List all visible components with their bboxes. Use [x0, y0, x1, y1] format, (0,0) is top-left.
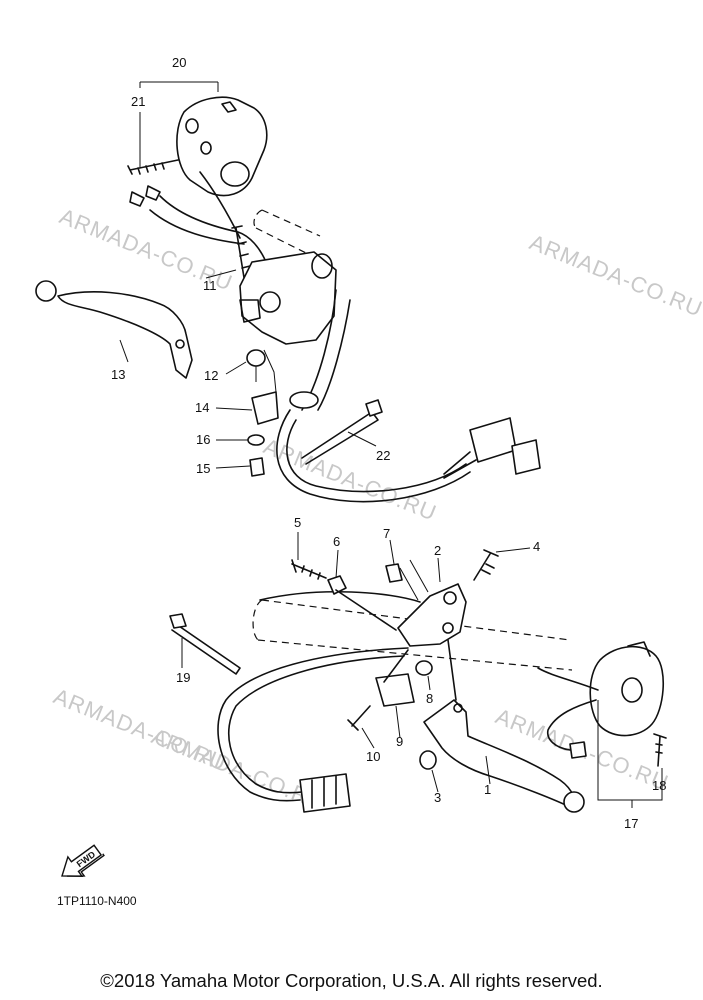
callout-14: 14: [195, 400, 209, 415]
collar-12: [246, 349, 266, 367]
watermark: ARMADA-CO.RU: [148, 723, 328, 815]
callout-3: 3: [434, 790, 441, 805]
callout-21: 21: [131, 94, 145, 109]
cable-tie-19: [171, 623, 241, 675]
watermark: ARMADA-CO.RU: [526, 229, 703, 321]
left-switch-housing: [176, 96, 268, 197]
callout-9: 9: [396, 734, 403, 749]
connector-lower: [299, 773, 351, 813]
callout-1: 1: [484, 782, 491, 797]
bolt-5: [291, 559, 327, 580]
callout-numbers: 20 21 11 13 12 14 16 15 22 5 6 7 2 4 19 …: [111, 55, 666, 831]
lever-holder: [239, 251, 337, 345]
callout-18: 18: [652, 778, 666, 793]
right-switch-housing: [589, 645, 665, 737]
callout-4: 4: [533, 539, 540, 554]
wire-harness-upper: [276, 409, 471, 503]
handlebar-right: [252, 599, 573, 671]
lever-holder-2: [397, 583, 467, 647]
callout-13: 13: [111, 367, 125, 382]
bolt-11: [231, 225, 251, 291]
wire-harness-lower: [217, 647, 409, 802]
lever-13: [57, 291, 193, 379]
callout-17: 17: [624, 816, 638, 831]
callout-19: 19: [176, 670, 190, 685]
callout-10: 10: [366, 749, 380, 764]
bolt-7: [385, 563, 403, 583]
screw-18: [653, 733, 667, 767]
screw-21: [127, 159, 179, 175]
connector-upper: [469, 417, 517, 463]
housing-bore: [220, 161, 250, 187]
screw-10: [347, 705, 371, 731]
callout-8: 8: [426, 691, 433, 706]
bolt-4: [473, 549, 499, 581]
copyright-notice: ©2018 Yamaha Motor Corporation, U.S.A. A…: [100, 970, 603, 991]
callout-12: 12: [204, 368, 218, 383]
callout-11: 11: [203, 278, 217, 293]
callout-2: 2: [434, 543, 441, 558]
callout-leaders: [119, 81, 663, 808]
upper-assembly: [35, 96, 541, 503]
callout-6: 6: [333, 534, 340, 549]
lower-assembly: [169, 549, 667, 813]
switch-14: [251, 391, 279, 425]
callout-16: 16: [196, 432, 210, 447]
collar-8: [415, 660, 433, 676]
cable-tie-22: [301, 411, 379, 465]
screw-15: [249, 457, 265, 477]
handlebar-grip: [253, 209, 321, 257]
lever-ball-end: [35, 280, 57, 302]
switch-9: [375, 673, 415, 707]
fwd-arrow-icon: FWD: [61, 844, 105, 878]
callout-22: 22: [376, 448, 390, 463]
callout-15: 15: [196, 461, 210, 476]
collar-3: [419, 750, 437, 770]
callout-5: 5: [294, 515, 301, 530]
lever-ball-end-right: [563, 791, 585, 813]
diagram-code: 1TP1110-N400: [57, 894, 137, 908]
callout-20: 20: [172, 55, 186, 70]
callout-7: 7: [383, 526, 390, 541]
washer-16: [247, 434, 265, 446]
